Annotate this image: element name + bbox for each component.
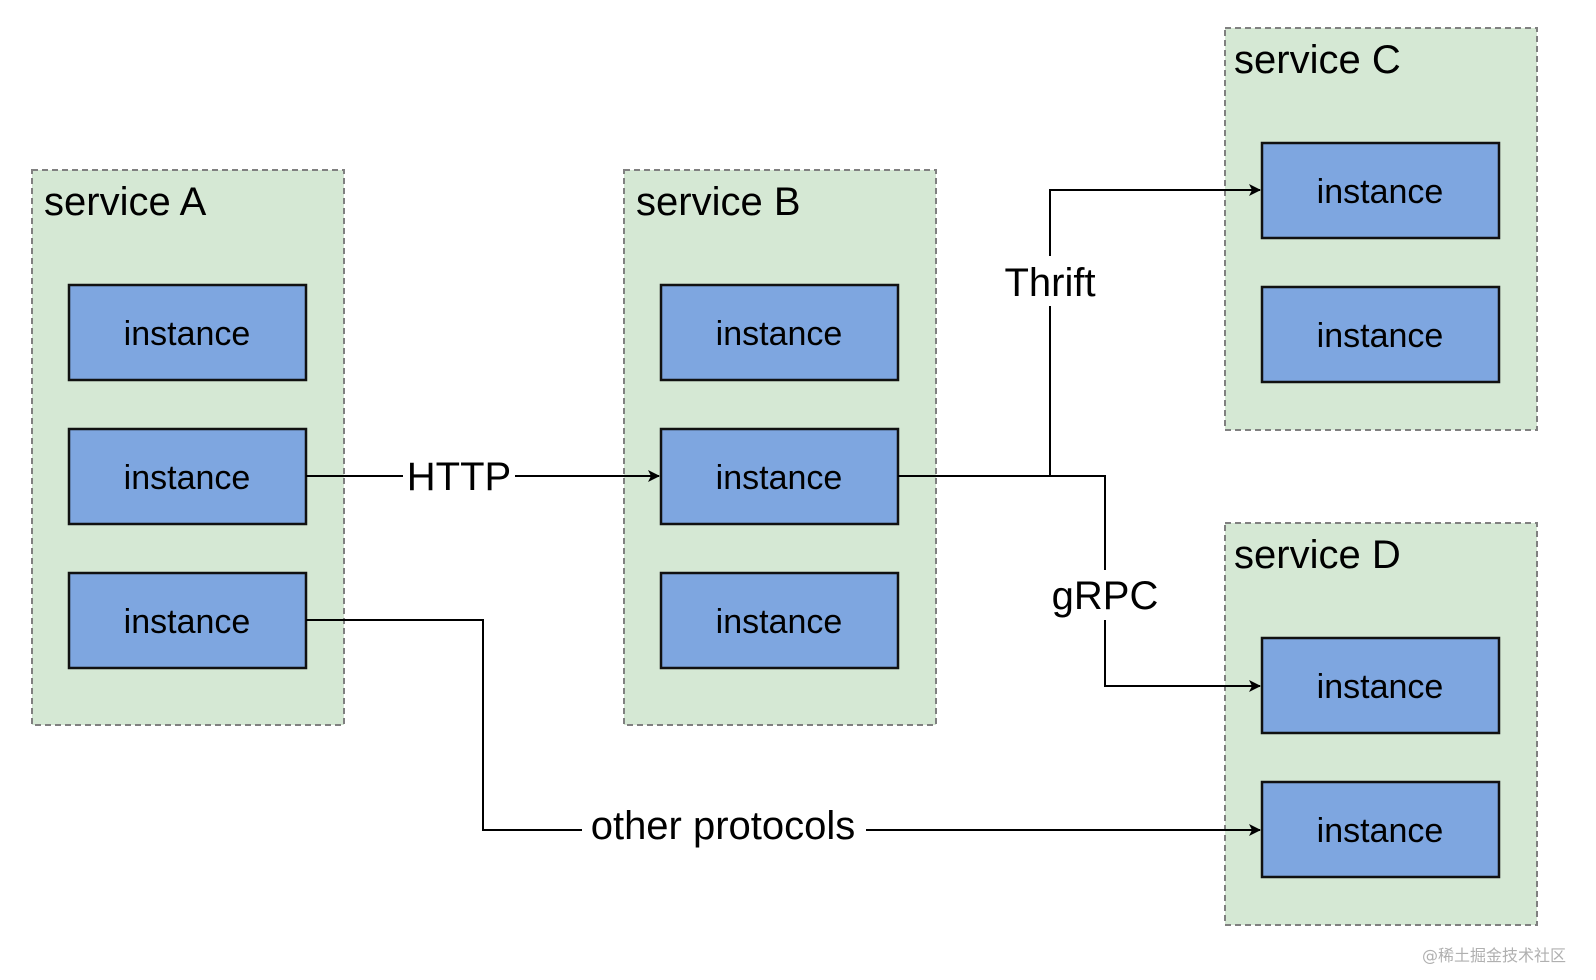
instance-box bbox=[659, 283, 900, 382]
edge-http: HTTP bbox=[306, 454, 660, 499]
instance-box bbox=[67, 571, 308, 670]
edge-other-protocols: other protocols bbox=[306, 619, 1261, 854]
instance-label: instance bbox=[716, 459, 843, 497]
edge-thrift: Thrift bbox=[898, 184, 1261, 477]
service-c-instance-1: instance bbox=[1260, 141, 1501, 240]
instance-label: instance bbox=[1317, 668, 1444, 706]
edge-other-label-bg bbox=[582, 806, 866, 854]
edge-grpc: gRPC bbox=[1045, 475, 1261, 692]
service-a-instance-1: instance bbox=[67, 283, 308, 382]
instance-box bbox=[659, 571, 900, 670]
service-c-group: service C instance instance bbox=[1224, 27, 1538, 431]
service-d-instance-1: instance bbox=[1260, 636, 1501, 735]
service-c-title: service C bbox=[1234, 38, 1401, 82]
instance-box bbox=[67, 427, 308, 526]
instance-box bbox=[659, 427, 900, 526]
edge-http-label-bg bbox=[403, 454, 515, 498]
instance-label: instance bbox=[716, 315, 843, 353]
instance-box bbox=[1260, 285, 1501, 384]
edge-grpc-label-bg bbox=[1045, 570, 1165, 620]
instance-label: instance bbox=[124, 315, 251, 353]
edge-grpc-label: gRPC bbox=[1052, 574, 1159, 618]
edge-other-line bbox=[306, 619, 1261, 836]
instance-label: instance bbox=[1317, 173, 1444, 211]
service-b-instance-3: instance bbox=[659, 571, 900, 670]
edge-thrift-label-bg bbox=[998, 256, 1102, 306]
service-b-instance-2: instance bbox=[659, 427, 900, 526]
edge-other-label: other protocols bbox=[591, 804, 856, 848]
service-c-instance-2: instance bbox=[1260, 285, 1501, 384]
service-b-instance-1: instance bbox=[659, 283, 900, 382]
service-a-title: service A bbox=[44, 180, 207, 224]
service-b-title: service B bbox=[636, 180, 801, 224]
instance-box bbox=[1260, 636, 1501, 735]
instance-box bbox=[1260, 780, 1501, 879]
service-a-instance-3: instance bbox=[67, 571, 308, 670]
watermark: @稀土掘金技术社区 bbox=[1421, 946, 1566, 965]
service-d-group: service D instance instance bbox=[1224, 522, 1538, 926]
instance-label: instance bbox=[1317, 317, 1444, 355]
service-a-instance-2: instance bbox=[67, 427, 308, 526]
service-d-title: service D bbox=[1234, 533, 1401, 577]
instance-box bbox=[67, 283, 308, 382]
service-b-group: service B instance instance instance bbox=[623, 169, 937, 726]
instance-label: instance bbox=[124, 603, 251, 641]
instance-box bbox=[1260, 141, 1501, 240]
instance-label: instance bbox=[124, 459, 251, 497]
instance-label: instance bbox=[716, 603, 843, 641]
edge-thrift-label: Thrift bbox=[1004, 261, 1095, 305]
instance-label: instance bbox=[1317, 812, 1444, 850]
service-a-group: service A instance instance instance bbox=[31, 169, 345, 726]
edge-http-label: HTTP bbox=[407, 455, 511, 499]
edge-thrift-line bbox=[898, 184, 1261, 477]
service-d-instance-2: instance bbox=[1260, 780, 1501, 879]
